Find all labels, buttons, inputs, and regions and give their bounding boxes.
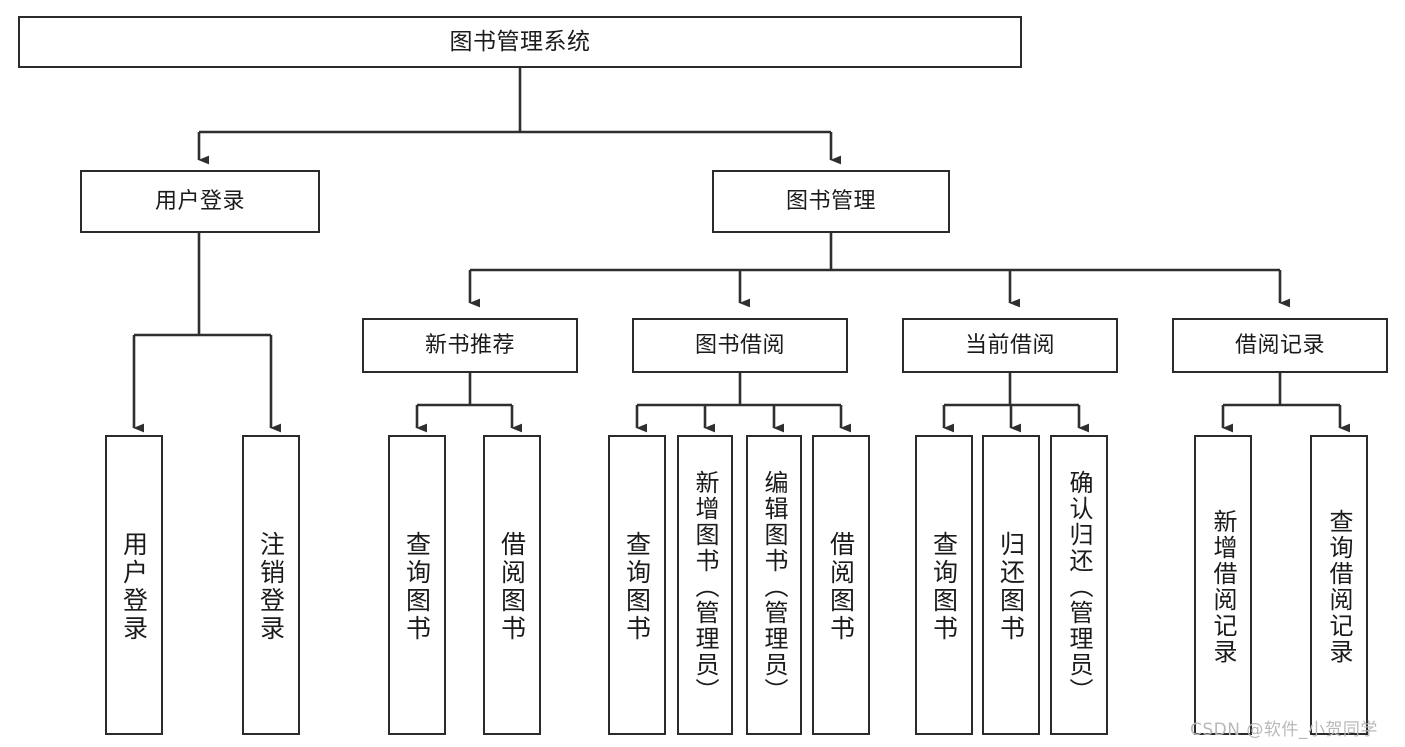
node-current-borrow[interactable]: 当前借阅 [902, 318, 1118, 373]
node-borrow-record[interactable]: 借阅记录 [1172, 318, 1388, 373]
node-label: 查询图书 [929, 531, 959, 643]
node-label: 借阅记录 [1234, 332, 1325, 358]
node-leaf-borrow-book-2[interactable]: 借阅图书 [812, 435, 870, 735]
node-leaf-confirm-return[interactable]: 确认归还（管理员） [1050, 435, 1108, 735]
node-leaf-user-login[interactable]: 用户登录 [105, 435, 163, 735]
node-leaf-query-record[interactable]: 查询借阅记录 [1310, 435, 1368, 735]
node-label: 当前借阅 [964, 332, 1055, 358]
node-leaf-return-book[interactable]: 归还图书 [982, 435, 1040, 735]
node-label: 编辑图书（管理员） [760, 470, 788, 704]
node-leaf-add-record[interactable]: 新增借阅记录 [1194, 435, 1252, 735]
node-label: 用户登录 [119, 531, 149, 643]
node-label: 查询图书 [622, 531, 652, 643]
node-label: 借阅图书 [826, 531, 856, 643]
node-label: 图书管理 [785, 188, 876, 214]
node-user-login[interactable]: 用户登录 [80, 170, 320, 233]
node-leaf-logout-login[interactable]: 注销登录 [242, 435, 300, 735]
node-label: 用户登录 [154, 188, 245, 214]
node-label: 图书管理系统 [449, 28, 591, 55]
node-label: 查询图书 [402, 531, 432, 643]
node-label: 借阅图书 [497, 531, 527, 643]
node-leaf-edit-book[interactable]: 编辑图书（管理员） [746, 435, 802, 735]
node-label: 新书推荐 [424, 332, 515, 358]
node-label: 确认归还（管理员） [1065, 470, 1093, 704]
edges-newbook-to-leaves [415, 373, 523, 433]
node-leaf-borrow-book-1[interactable]: 借阅图书 [483, 435, 541, 735]
edges-bookborrow-to-leaves [635, 373, 852, 433]
node-leaf-query-book-3[interactable]: 查询图书 [915, 435, 973, 735]
node-root-book-management-system[interactable]: 图书管理系统 [18, 16, 1022, 68]
node-leaf-query-book-2[interactable]: 查询图书 [608, 435, 666, 735]
node-label: 注销登录 [256, 531, 286, 643]
edges-borrowrecord-to-leaves [1221, 373, 1351, 433]
node-label: 新增图书（管理员） [691, 470, 719, 704]
node-label: 查询借阅记录 [1325, 509, 1353, 665]
node-leaf-query-book-1[interactable]: 查询图书 [388, 435, 446, 735]
node-label: 归还图书 [996, 531, 1026, 643]
node-book-management[interactable]: 图书管理 [712, 170, 950, 233]
edges-bookmgmt-to-level3 [468, 233, 1291, 308]
node-book-borrow[interactable]: 图书借阅 [632, 318, 848, 373]
edges-root-to-level2 [197, 68, 842, 165]
edges-currentborrow-to-leaves [942, 373, 1090, 433]
node-new-book-recommend[interactable]: 新书推荐 [362, 318, 578, 373]
edges-userlogin-to-leaves [132, 233, 282, 433]
node-label: 图书借阅 [694, 332, 785, 358]
node-label: 新增借阅记录 [1209, 509, 1237, 665]
node-leaf-add-book[interactable]: 新增图书（管理员） [677, 435, 733, 735]
